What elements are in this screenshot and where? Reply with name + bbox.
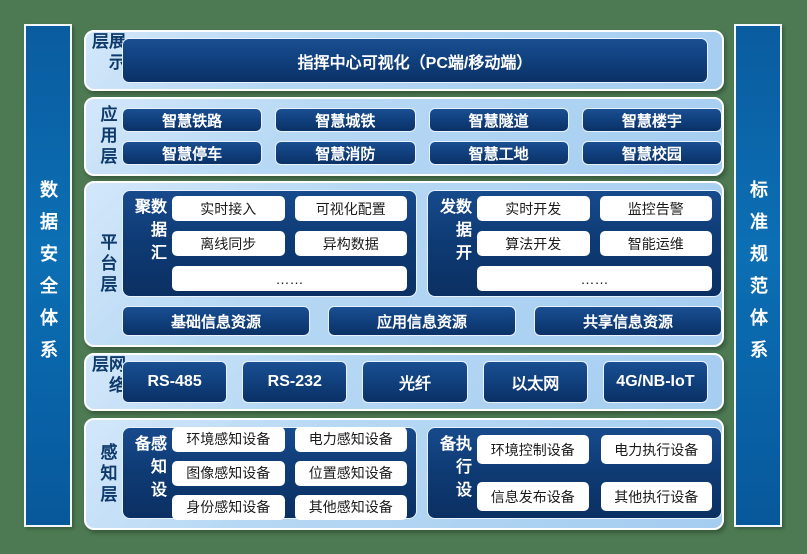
chip-offline-sync: 离线同步 xyxy=(172,231,285,256)
layer-perception-label: 感知层 xyxy=(97,442,117,506)
chip-identity-sensing: 身份感知设备 xyxy=(172,494,285,520)
layer-display-content: 指挥中心可视化（PC端/移动端） xyxy=(122,32,722,89)
app-box-smart-metro: 智慧城铁 xyxy=(275,108,416,132)
app-box-smart-building: 智慧楼宇 xyxy=(581,108,722,132)
network-box-rs232: RS-232 xyxy=(242,361,348,403)
layer-application-content: 智慧铁路 智慧城铁 智慧隧道 智慧楼宇 智慧停车 智慧消防 智慧工地 智慧校园 xyxy=(122,99,722,174)
layer-platform-content: 数据汇聚 实时接入 可视化配置 离线同步 异构数据 …… 数据开发 xyxy=(122,183,722,345)
group-sensing-devices-label: 感知设备 xyxy=(132,435,165,504)
group-sensing-devices-label-wrap: 感知设备 xyxy=(132,435,165,511)
layer-application-label-wrap: 应用层 xyxy=(92,99,122,174)
network-box-4g-nbiot: 4G/NB-IoT xyxy=(602,361,709,403)
layer-network-label: 网络层 xyxy=(89,355,125,397)
chip-other-sensing: 其他感知设备 xyxy=(294,494,407,520)
group-data-aggregation-label: 数据汇聚 xyxy=(132,198,165,267)
command-center-visualization-box: 指挥中心可视化（PC端/移动端） xyxy=(122,38,708,83)
app-box-smart-firefighting: 智慧消防 xyxy=(275,141,416,165)
chip-environment-sensing: 环境感知设备 xyxy=(172,426,285,452)
layer-network-content: RS-485 RS-232 光纤 以太网 4G/NB-IoT xyxy=(122,355,722,409)
chip-intelligent-ops: 智能运维 xyxy=(599,231,712,256)
sidebar-standards: 标准规范体系 xyxy=(734,24,782,527)
layer-platform: 平台层 数据汇聚 实时接入 可视化配置 离线同步 异构数据 …… xyxy=(84,181,724,347)
chip-power-sensing: 电力感知设备 xyxy=(294,426,407,452)
layer-application-label: 应用层 xyxy=(97,105,117,168)
sensing-device-chips: 环境感知设备 电力感知设备 图像感知设备 位置感知设备 身份感知设备 其他感知设… xyxy=(172,426,407,520)
group-execution-devices-label-wrap: 执行设备 xyxy=(437,435,470,511)
resource-shared-info: 共享信息资源 xyxy=(534,306,722,336)
layer-perception-content: 感知设备 环境感知设备 电力感知设备 图像感知设备 位置感知设备 身份感知设备 … xyxy=(122,420,722,528)
layer-application: 应用层 智慧铁路 智慧城铁 智慧隧道 智慧楼宇 智慧停车 智慧消防 智慧工地 智… xyxy=(84,97,724,176)
chip-visual-config: 可视化配置 xyxy=(294,196,407,221)
data-aggregation-chips: 实时接入 可视化配置 离线同步 异构数据 …… xyxy=(172,196,407,291)
app-box-smart-tunnel: 智慧隧道 xyxy=(428,108,569,132)
app-box-smart-campus: 智慧校园 xyxy=(581,141,722,165)
chip-power-execution: 电力执行设备 xyxy=(600,435,712,464)
chip-algorithm-development: 算法开发 xyxy=(477,231,590,256)
app-box-smart-parking: 智慧停车 xyxy=(122,141,263,165)
layer-perception-label-wrap: 感知层 xyxy=(92,420,122,528)
execution-device-chips: 环境控制设备 电力执行设备 信息发布设备 其他执行设备 xyxy=(477,435,712,511)
layer-display-label: 展示层 xyxy=(89,32,125,74)
chip-environment-control: 环境控制设备 xyxy=(477,435,589,464)
sidebar-standards-label: 标准规范体系 xyxy=(748,179,768,372)
chip-monitoring-alerts: 监控告警 xyxy=(599,196,712,221)
chip-heterogeneous-data: 异构数据 xyxy=(294,231,407,256)
chip-image-sensing: 图像感知设备 xyxy=(172,460,285,486)
sidebar-data-security-label: 数据安全体系 xyxy=(38,179,58,372)
app-box-smart-railway: 智慧铁路 xyxy=(122,108,263,132)
group-data-development: 数据开发 实时开发 监控告警 算法开发 智能运维 …… xyxy=(427,190,722,297)
chip-other-execution: 其他执行设备 xyxy=(600,482,712,511)
network-box-ethernet: 以太网 xyxy=(482,361,588,403)
layer-platform-label-wrap: 平台层 xyxy=(92,183,122,345)
chip-location-sensing: 位置感知设备 xyxy=(294,460,407,486)
layer-display: 展示层 指挥中心可视化（PC端/移动端） xyxy=(84,30,724,91)
chip-realtime-development: 实时开发 xyxy=(477,196,590,221)
app-box-smart-construction: 智慧工地 xyxy=(428,141,569,165)
group-execution-devices: 执行设备 环境控制设备 电力执行设备 信息发布设备 其他执行设备 xyxy=(427,427,722,519)
chip-realtime-access: 实时接入 xyxy=(172,196,285,221)
chip-aggregation-ellipsis: …… xyxy=(172,266,407,291)
layer-display-label-wrap: 展示层 xyxy=(89,32,125,89)
network-box-fiber: 光纤 xyxy=(362,361,468,403)
resource-basic-info: 基础信息资源 xyxy=(122,306,310,336)
chip-information-release: 信息发布设备 xyxy=(477,482,589,511)
group-data-development-label: 数据开发 xyxy=(437,198,470,267)
group-sensing-devices: 感知设备 环境感知设备 电力感知设备 图像感知设备 位置感知设备 身份感知设备 … xyxy=(122,426,417,520)
platform-resources: 基础信息资源 应用信息资源 共享信息资源 xyxy=(122,306,722,336)
resource-application-info: 应用信息资源 xyxy=(328,306,516,336)
layer-network: 网络层 RS-485 RS-232 光纤 以太网 4G/NB-IoT xyxy=(84,353,724,411)
layer-network-label-wrap: 网络层 xyxy=(89,355,125,409)
layer-perception: 感知层 感知设备 环境感知设备 电力感知设备 图像感知设备 位置感知设备 身份感… xyxy=(84,418,724,530)
network-box-rs485: RS-485 xyxy=(122,361,228,403)
platform-groups: 数据汇聚 实时接入 可视化配置 离线同步 异构数据 …… 数据开发 xyxy=(122,190,722,297)
sidebar-data-security: 数据安全体系 xyxy=(24,24,72,527)
data-development-chips: 实时开发 监控告警 算法开发 智能运维 …… xyxy=(477,196,712,291)
layer-platform-label: 平台层 xyxy=(97,232,117,296)
group-data-aggregation: 数据汇聚 实时接入 可视化配置 离线同步 异构数据 …… xyxy=(122,190,417,297)
group-data-development-label-wrap: 数据开发 xyxy=(437,198,470,289)
chip-development-ellipsis: …… xyxy=(477,266,712,291)
group-data-aggregation-label-wrap: 数据汇聚 xyxy=(132,198,165,289)
group-execution-devices-label: 执行设备 xyxy=(437,435,470,504)
